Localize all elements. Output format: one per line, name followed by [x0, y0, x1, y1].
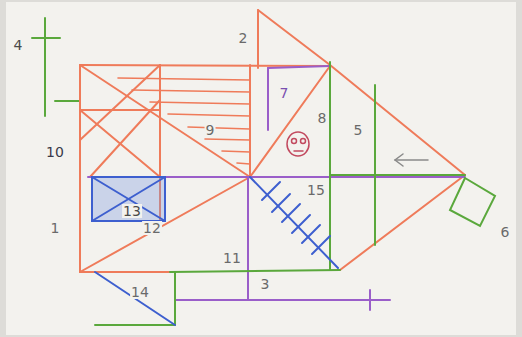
- skull-icon: [287, 132, 309, 156]
- callout-number: 15: [306, 183, 326, 197]
- callout-number: 1: [50, 221, 61, 235]
- callout-number: 13: [122, 204, 142, 218]
- outline: [80, 10, 465, 272]
- hatching: [118, 78, 250, 164]
- diamond-symbol: [450, 178, 495, 226]
- paper: [6, 2, 516, 335]
- callout-number: 11: [222, 251, 242, 265]
- callout-number: 6: [500, 225, 511, 239]
- blue-lines: [92, 177, 338, 325]
- callout-number: 8: [317, 111, 328, 125]
- arrow-symbol: [395, 154, 428, 166]
- callout-number: 2: [238, 31, 249, 45]
- purple-lines: [88, 66, 465, 310]
- callout-number: 12: [142, 221, 162, 235]
- callout-number: 7: [279, 86, 290, 100]
- callout-number: 5: [353, 123, 364, 137]
- flag-symbol: [32, 18, 80, 116]
- callout-number: 10: [45, 145, 65, 159]
- callout-number: 3: [260, 277, 271, 291]
- callout-number: 9: [205, 123, 216, 137]
- callout-number: 4: [13, 38, 24, 52]
- callout-number: 14: [130, 285, 150, 299]
